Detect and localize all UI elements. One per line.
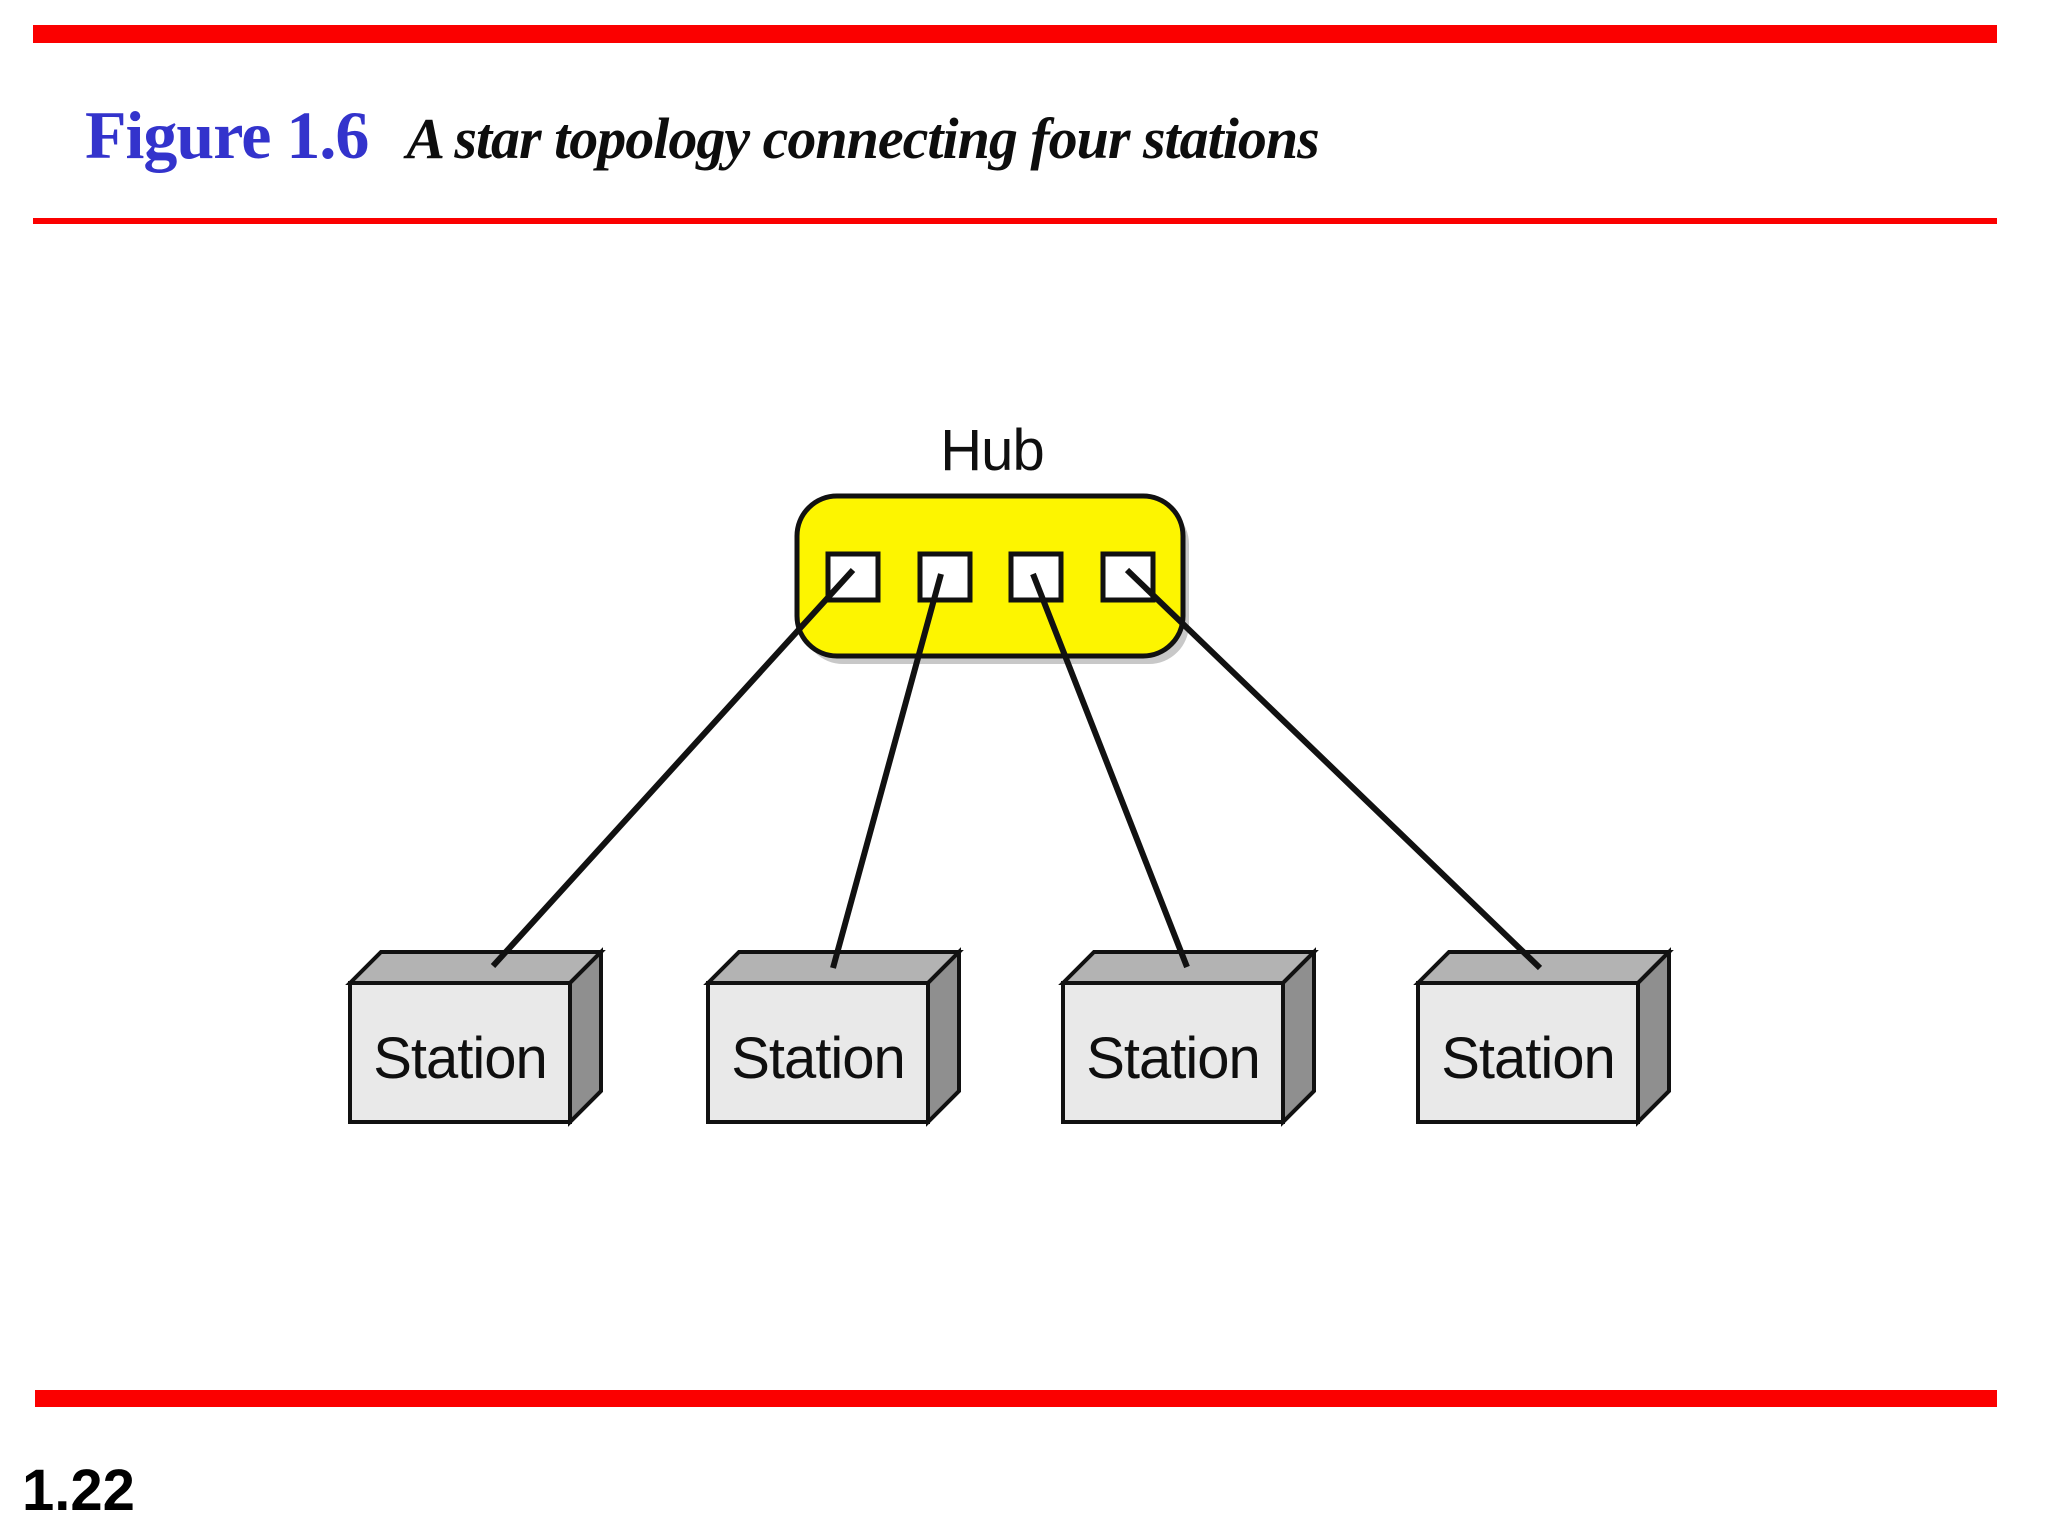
station-4-front-face [1416, 981, 1640, 1124]
station-1: Station [345, 947, 606, 1127]
station-4-top-face [1413, 950, 1674, 985]
top-red-bar [33, 25, 1997, 43]
hub-port-1 [825, 551, 881, 603]
station-2-label: Station [731, 1026, 905, 1091]
station-1-label: Station [373, 1026, 547, 1091]
hub-body [794, 493, 1186, 659]
station-4-label: Station [1441, 1026, 1615, 1091]
hub-port-4 [1100, 551, 1156, 603]
station-2-side-face [926, 947, 961, 1127]
station-3: Station [1058, 947, 1319, 1127]
hub [794, 493, 1189, 664]
station-1-side-face [568, 947, 603, 1127]
title-underline-bar [33, 218, 1997, 224]
connection-lines [490, 567, 1543, 971]
station-3-side-face [1281, 947, 1316, 1127]
connection-line-2 [830, 573, 944, 969]
connection-line-4 [1124, 567, 1543, 971]
station-3-front-face [1061, 981, 1285, 1124]
station-3-label: Station [1086, 1026, 1260, 1091]
page-number: 1.22 [22, 1458, 135, 1523]
station-1-front-face [348, 981, 572, 1124]
station-4: Station [1413, 947, 1674, 1127]
connection-line-1 [490, 567, 856, 969]
hub-port-2 [917, 551, 973, 603]
connection-line-3 [1030, 572, 1190, 969]
bottom-red-bar [35, 1390, 1997, 1407]
hub-label: Hub [940, 418, 1043, 483]
figure-caption: A star topology connecting four stations [406, 106, 1319, 171]
station-4-side-face [1636, 947, 1671, 1127]
slide-title: Figure 1.6 A star topology connecting fo… [85, 97, 1320, 173]
station-2-front-face [706, 981, 930, 1124]
figure-number: Figure 1.6 [85, 97, 369, 173]
station-3-top-face [1058, 950, 1319, 985]
station-1-top-face [345, 950, 606, 985]
station-2: Station [703, 947, 964, 1127]
